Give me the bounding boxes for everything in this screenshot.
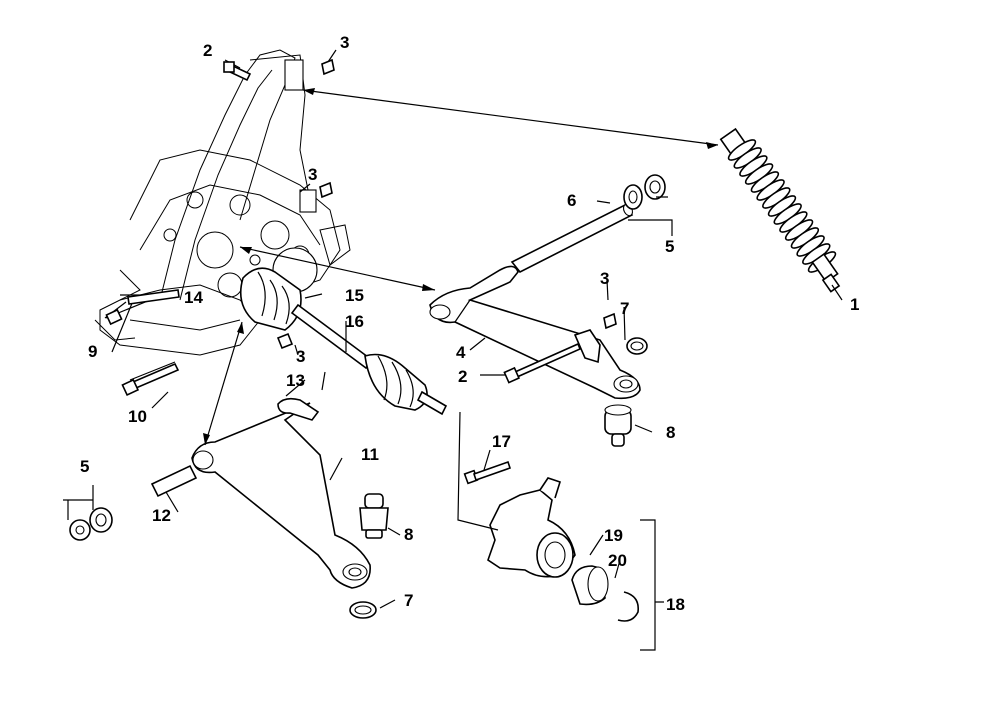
bolt-upper-arm [503,342,582,384]
callout-2-arm: 2 [458,367,467,386]
drive-axle [239,267,448,416]
snap-ring-lower [349,601,377,619]
callout-17: 17 [492,432,511,451]
callout-3-lower: 3 [296,347,305,366]
ball-joint-upper [604,404,632,447]
frame-bolts [105,58,335,397]
callout-13: 13 [286,371,305,390]
callout-12: 12 [152,506,171,525]
callout-5-lower: 5 [80,457,89,476]
bushings-upper [623,174,666,210]
callout-11: 11 [361,445,379,464]
callout-18: 18 [666,595,685,614]
callout-2-top: 2 [203,41,212,60]
lower-a-arm [191,397,371,589]
callout-10: 10 [128,407,147,426]
callout-1: 1 [850,295,859,314]
snap-ring-upper [626,337,648,355]
callout-20: 20 [608,551,627,570]
callout-3-frame: 3 [308,165,317,184]
nut-lower-frame [276,332,294,350]
callout-16: 16 [345,312,364,331]
pivot-tube-upper [510,203,634,274]
pivot-tube-lower [150,464,198,498]
callout-7-upper: 7 [620,299,629,318]
bolt-knuckle [463,460,512,485]
callout-8-lower: 8 [404,525,413,544]
wheel-bearing [571,565,609,606]
frame-and-engine [94,49,351,356]
bushings-lower [69,507,113,541]
callout-19: 19 [604,526,623,545]
arrowheads [203,88,718,445]
upper-a-arm [429,265,641,400]
callout-15: 15 [345,286,364,305]
bearing-snap-ring [617,591,640,622]
callout-8-upper: 8 [666,423,675,442]
shock-absorber [719,127,841,293]
callout-5-upper: 5 [665,237,674,256]
callout-4: 4 [456,343,466,362]
callout-3-top: 3 [340,33,349,52]
steering-knuckle [487,477,576,578]
callout-14: 14 [184,288,203,307]
callout-7-lower: 7 [404,591,413,610]
callout-9: 9 [88,342,97,361]
nut-upper-arm [603,312,617,330]
ball-joint-lower [359,493,389,539]
callout-labels: 1 2 3 3 6 5 3 7 4 2 8 15 16 14 3 13 9 10… [80,33,859,614]
callout-6: 6 [567,191,576,210]
callout-3-arm: 3 [600,269,609,288]
